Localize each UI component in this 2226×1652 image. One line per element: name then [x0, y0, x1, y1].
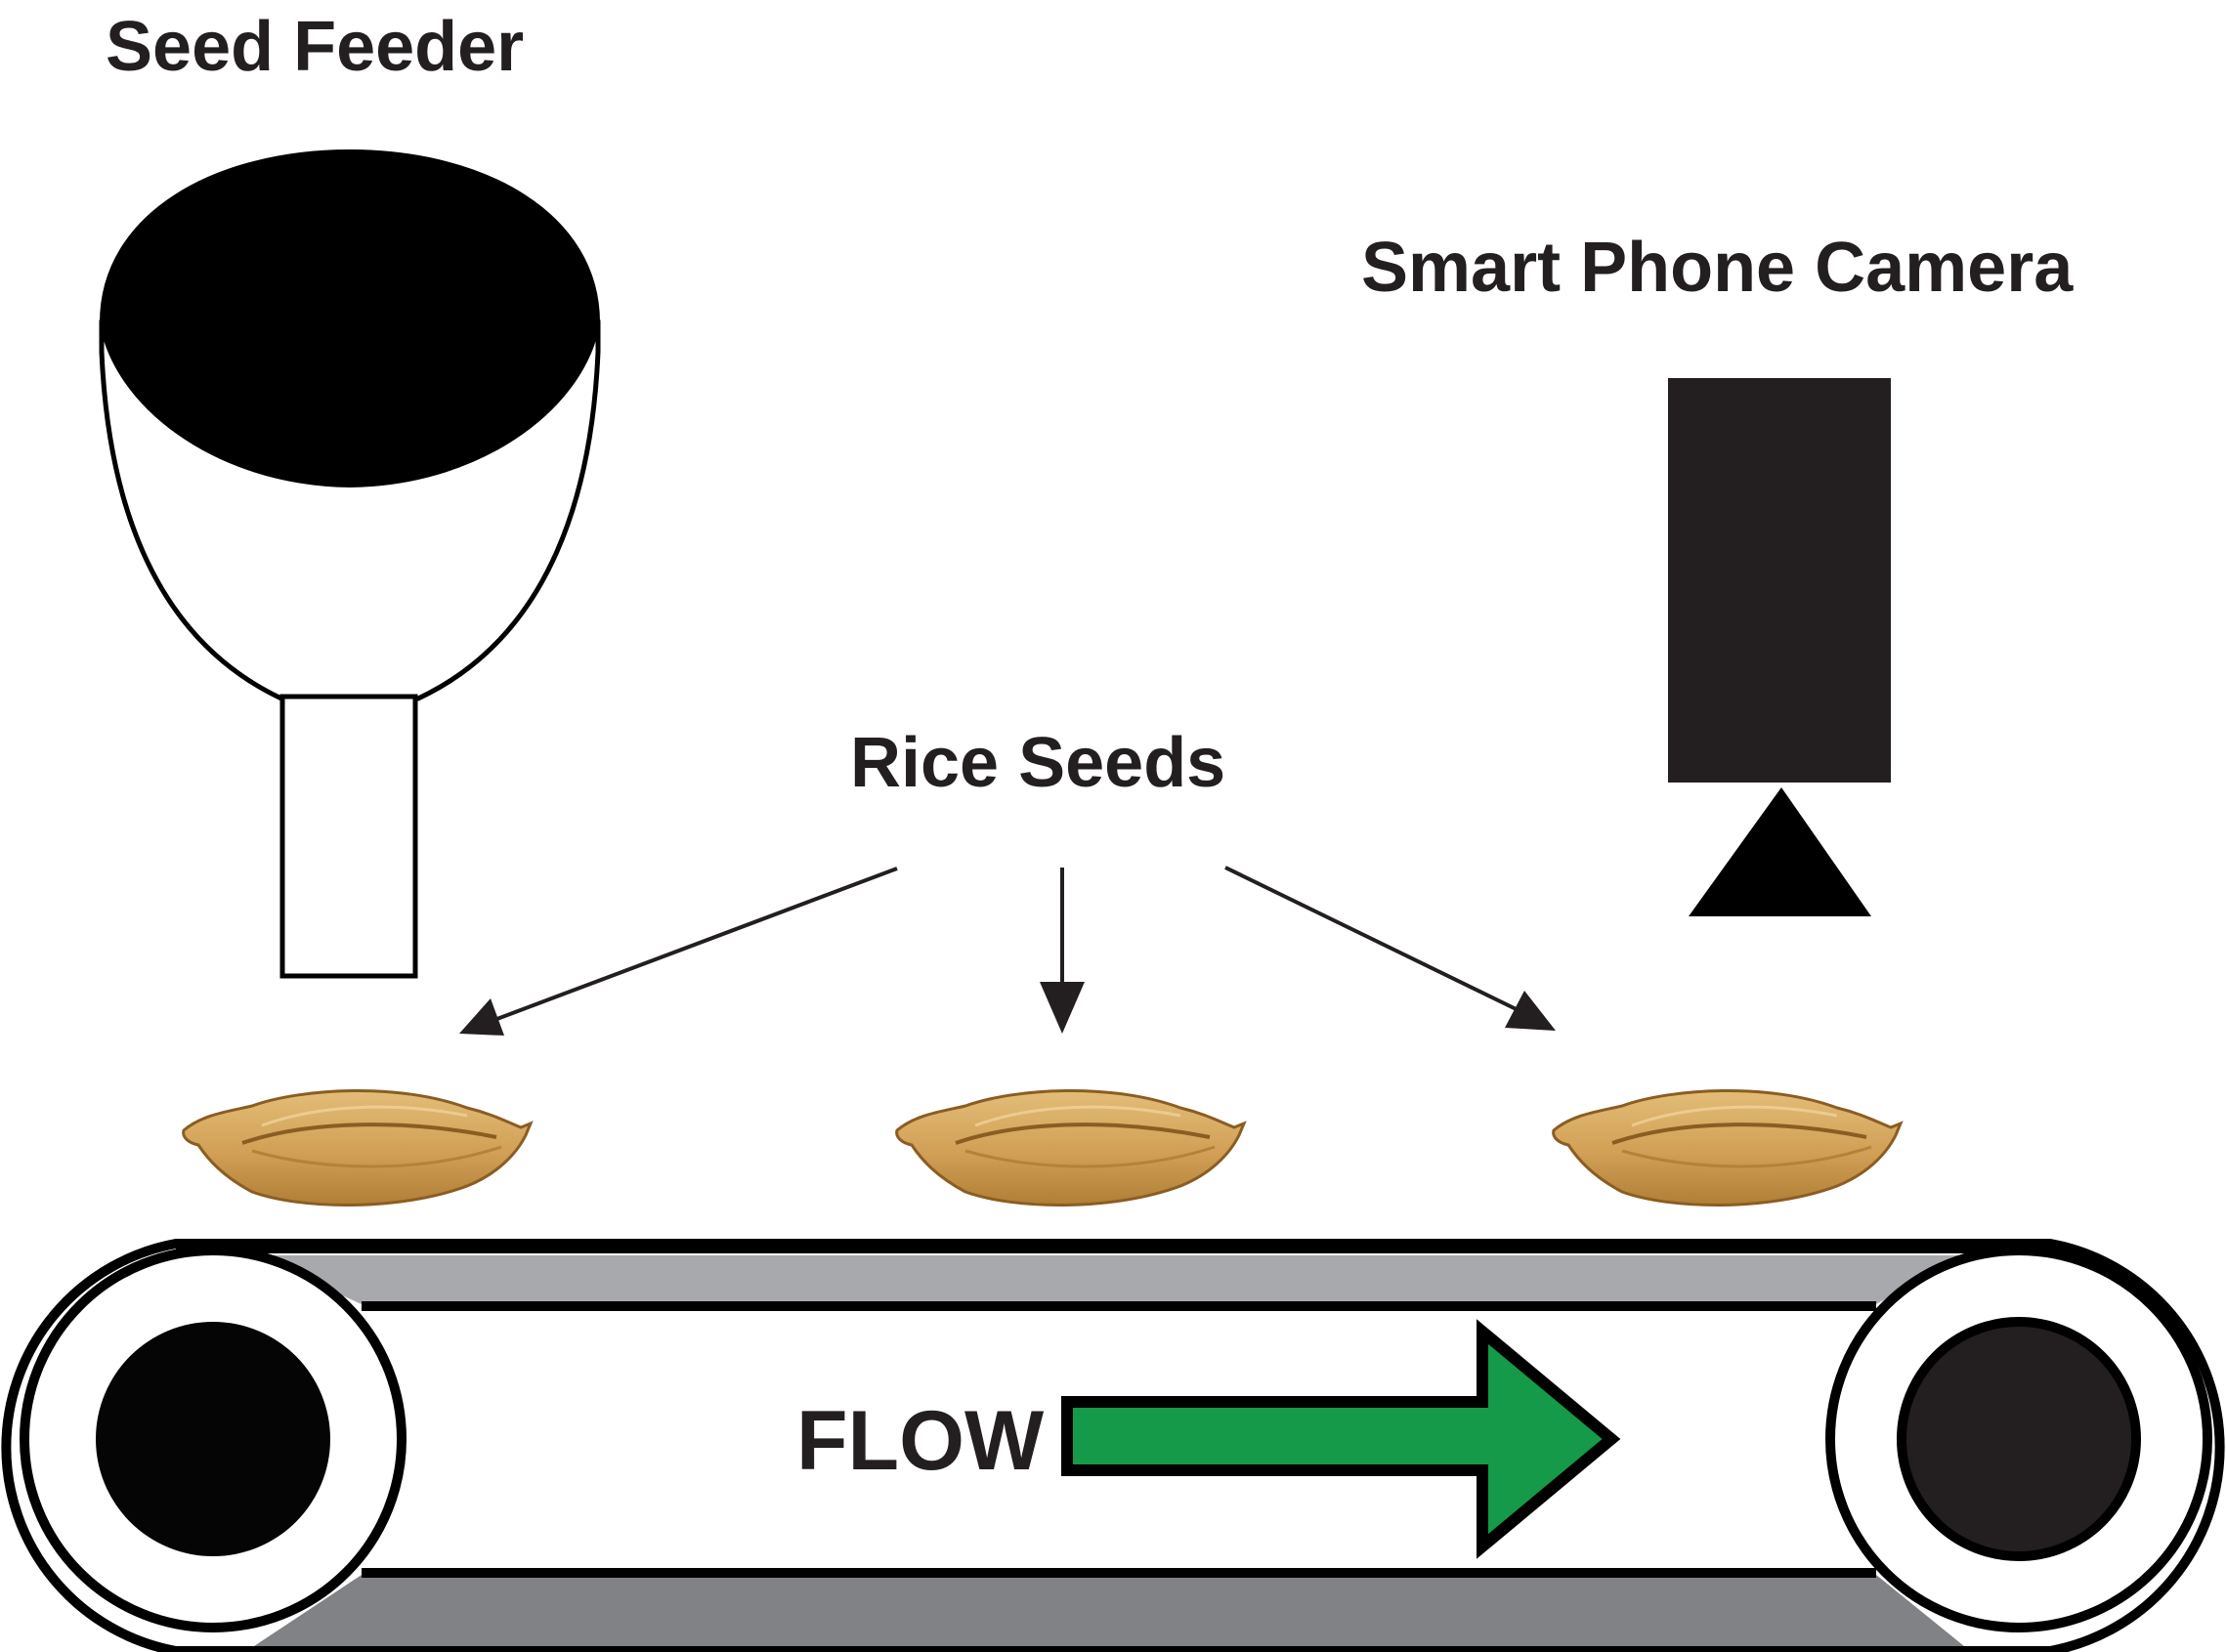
- camera-icon: [1668, 378, 1891, 916]
- rice-seed-icon: [1551, 1088, 1903, 1207]
- smart-phone-camera-label: Smart Phone Camera: [1361, 229, 2074, 307]
- arrow-left-seed: [459, 867, 898, 1036]
- seed-feeder-label: Seed Feeder: [106, 8, 524, 86]
- arrow-right-icon: [1061, 1319, 1621, 1559]
- flow-label: FLOW: [796, 1394, 1045, 1488]
- rice-seed-icon: [894, 1088, 1246, 1207]
- right-pulley: [1825, 1246, 2212, 1632]
- rice-seeds-label: Rice Seeds: [850, 724, 1225, 802]
- rice-seed-icon: [181, 1088, 533, 1207]
- rice-seeds-arrows: [459, 866, 1556, 1036]
- arrow-right-seed: [1224, 866, 1556, 1031]
- hopper-icon: [99, 148, 601, 979]
- left-pulley: [20, 1246, 407, 1632]
- arrow-middle-seed: [1040, 868, 1085, 1034]
